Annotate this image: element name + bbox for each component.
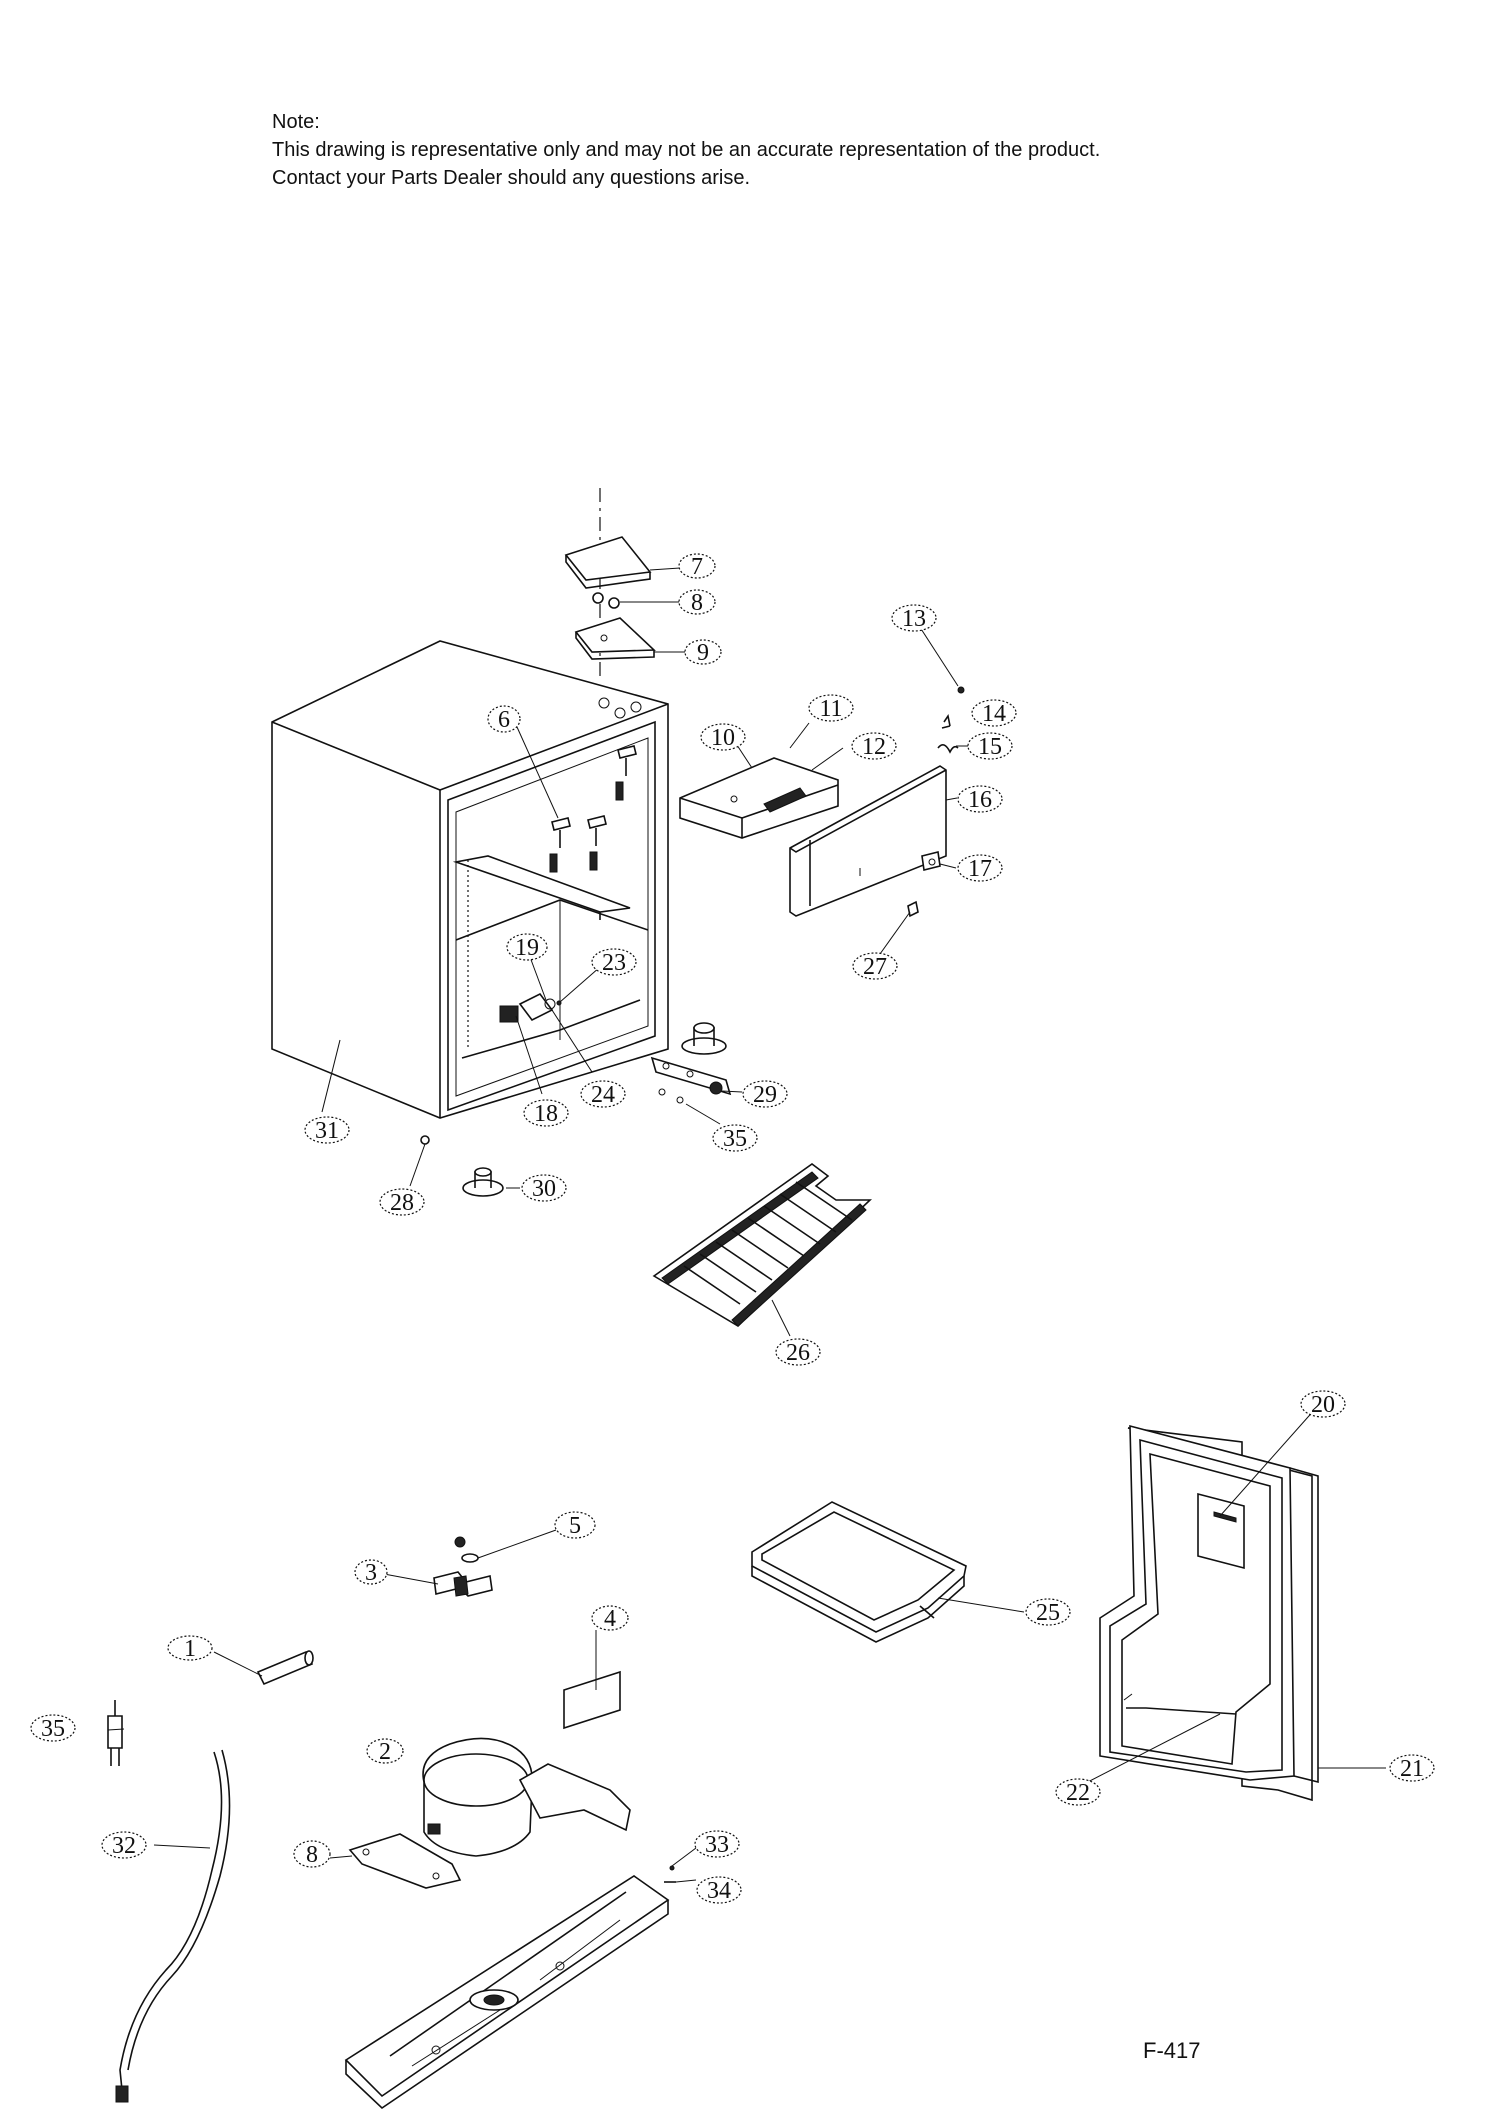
note-block: Note: This drawing is representative onl… [272,108,1100,192]
svg-text:1: 1 [184,1636,196,1662]
wire-shelf [652,1163,872,1327]
callout-33: 33 [694,1830,740,1858]
svg-text:19: 19 [515,935,539,961]
svg-text:8: 8 [306,1842,318,1868]
callout-16: 16 [957,785,1003,813]
callout-11: 11 [808,694,854,722]
wire-shelf-bars [683,1181,853,1305]
callout-13: 13 [891,604,937,632]
callout-7: 7 [678,553,716,580]
drip-tray [751,1501,967,1643]
svg-text:4: 4 [604,1606,616,1632]
svg-text:10: 10 [711,725,735,751]
note-line-2: Contact your Parts Dealer should any que… [272,167,751,189]
svg-text:6: 6 [498,707,510,733]
callout-10: 10 [700,723,746,751]
callout-30: 30 [521,1174,567,1202]
callout-6: 6 [487,705,521,733]
leader-lines [107,617,1386,1883]
callout-9: 9 [684,639,722,666]
svg-text:29: 29 [753,1082,777,1108]
callout-27: 27 [852,952,898,980]
leveling-parts [420,1022,732,1197]
svg-text:35: 35 [723,1126,747,1152]
callout-18: 18 [523,1099,569,1127]
figure-code: F-417 [1143,2038,1201,2063]
svg-text:18: 18 [534,1101,558,1127]
callout-1: 1 [167,1635,213,1662]
svg-text:33: 33 [705,1832,729,1858]
svg-text:3: 3 [365,1560,377,1586]
svg-text:26: 26 [786,1340,810,1366]
callout-31: 31 [304,1116,350,1144]
top-hinge-assembly [564,488,685,678]
callout-26: 26 [775,1338,821,1366]
cabinet-bolts [549,745,637,873]
svg-text:7: 7 [691,554,703,580]
callout-20: 20 [1300,1390,1346,1418]
svg-text:22: 22 [1066,1780,1090,1806]
callout-22: 22 [1055,1778,1101,1806]
svg-text:14: 14 [982,701,1006,727]
callout-12: 12 [851,732,897,760]
callout-4: 4 [591,1605,629,1632]
note-heading: Note: [272,111,320,133]
svg-text:27: 27 [863,954,887,980]
svg-text:17: 17 [968,856,992,882]
callout-2: 2 [366,1738,404,1765]
callout-14: 14 [971,699,1017,727]
svg-text:28: 28 [390,1190,414,1216]
svg-text:31: 31 [315,1118,339,1144]
freezer-compartment [679,686,965,918]
svg-text:16: 16 [968,787,992,813]
callout-3: 3 [354,1559,388,1586]
svg-text:32: 32 [112,1833,136,1859]
svg-text:34: 34 [707,1878,731,1904]
compressor-parts [107,1536,676,2110]
callout-8-mount: 8 [293,1840,331,1868]
callout-24: 24 [580,1080,626,1108]
callout-23: 23 [591,948,637,976]
cabinet-body [271,640,669,1119]
svg-text:24: 24 [591,1082,615,1108]
callout-21: 21 [1389,1754,1435,1782]
svg-text:23: 23 [602,950,626,976]
callout-19: 19 [506,933,548,961]
note-line-1: This drawing is representative only and … [272,139,1101,161]
svg-text:13: 13 [902,606,926,632]
svg-text:20: 20 [1311,1392,1335,1418]
refrigerator-door [1099,1424,1319,1802]
svg-text:35: 35 [41,1716,65,1742]
callout-35-bracket: 35 [712,1124,758,1152]
callout-29: 29 [742,1080,788,1108]
callout-17: 17 [957,854,1003,882]
svg-text:15: 15 [978,734,1002,760]
svg-text:30: 30 [532,1176,556,1202]
svg-text:2: 2 [379,1739,391,1765]
callout-15: 15 [967,732,1013,760]
callout-5: 5 [554,1511,596,1539]
svg-text:12: 12 [862,734,886,760]
callout-32: 32 [101,1831,147,1859]
svg-text:11: 11 [819,696,842,722]
svg-text:9: 9 [697,640,709,666]
callout-35-relay: 35 [30,1714,76,1742]
callout-25: 25 [1025,1598,1071,1626]
callout-34: 34 [696,1876,742,1904]
svg-text:21: 21 [1400,1756,1424,1782]
callout-8-hinge: 8 [678,589,716,616]
callout-28: 28 [379,1188,425,1216]
svg-text:25: 25 [1036,1600,1060,1626]
svg-text:5: 5 [569,1513,581,1539]
svg-text:8: 8 [691,590,703,616]
